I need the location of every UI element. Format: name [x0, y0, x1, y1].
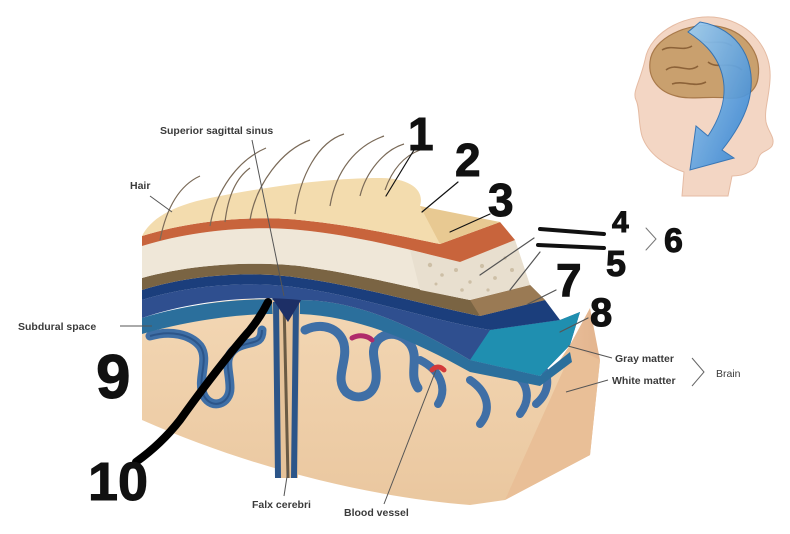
handwritten-number-8: 8: [590, 291, 612, 335]
label-superior-sagittal-sinus: Superior sagittal sinus: [160, 125, 285, 297]
handwritten-annotations: 1 2 3 4 5 6 7 8 9 10: [88, 108, 684, 513]
head-inset: [634, 16, 774, 197]
handwritten-pointer-line: [132, 298, 272, 466]
label-falx-cerebri: Falx cerebri: [252, 469, 311, 511]
handwritten-number-3: 3: [488, 174, 514, 226]
handwritten-number-6: 6: [664, 222, 683, 260]
handwritten-number-5: 5: [606, 243, 626, 284]
label-text-falx-cerebri: Falx cerebri: [252, 499, 311, 511]
brain-bracket: Brain: [691, 357, 741, 387]
label-text-superior-sagittal-sinus: Superior sagittal sinus: [160, 125, 273, 137]
handwritten-number-10: 10: [88, 452, 148, 512]
label-text-white-matter: White matter: [612, 375, 676, 387]
label-text-hair: Hair: [130, 180, 150, 192]
handwritten-number-1: 1: [408, 108, 434, 160]
label-blood-vessel: Blood vessel: [344, 369, 437, 519]
handwritten-number-9: 9: [96, 343, 130, 412]
brain-block: [142, 133, 600, 505]
label-text-gray-matter: Gray matter: [615, 353, 674, 365]
handwritten-number-4: 4: [612, 206, 629, 239]
label-white-matter: White matter: [565, 375, 676, 393]
label-text-brain: Brain: [716, 368, 741, 380]
handwritten-number-7: 7: [556, 254, 582, 306]
label-subdural-space: Subdural space: [18, 321, 152, 333]
label-text-blood-vessel: Blood vessel: [344, 507, 409, 519]
label-gray-matter: Gray matter: [567, 345, 674, 365]
label-hair: Hair: [130, 180, 173, 213]
label-text-subdural-space: Subdural space: [18, 321, 96, 333]
handwritten-number-2: 2: [455, 134, 481, 186]
arrow-icon: [687, 21, 752, 171]
